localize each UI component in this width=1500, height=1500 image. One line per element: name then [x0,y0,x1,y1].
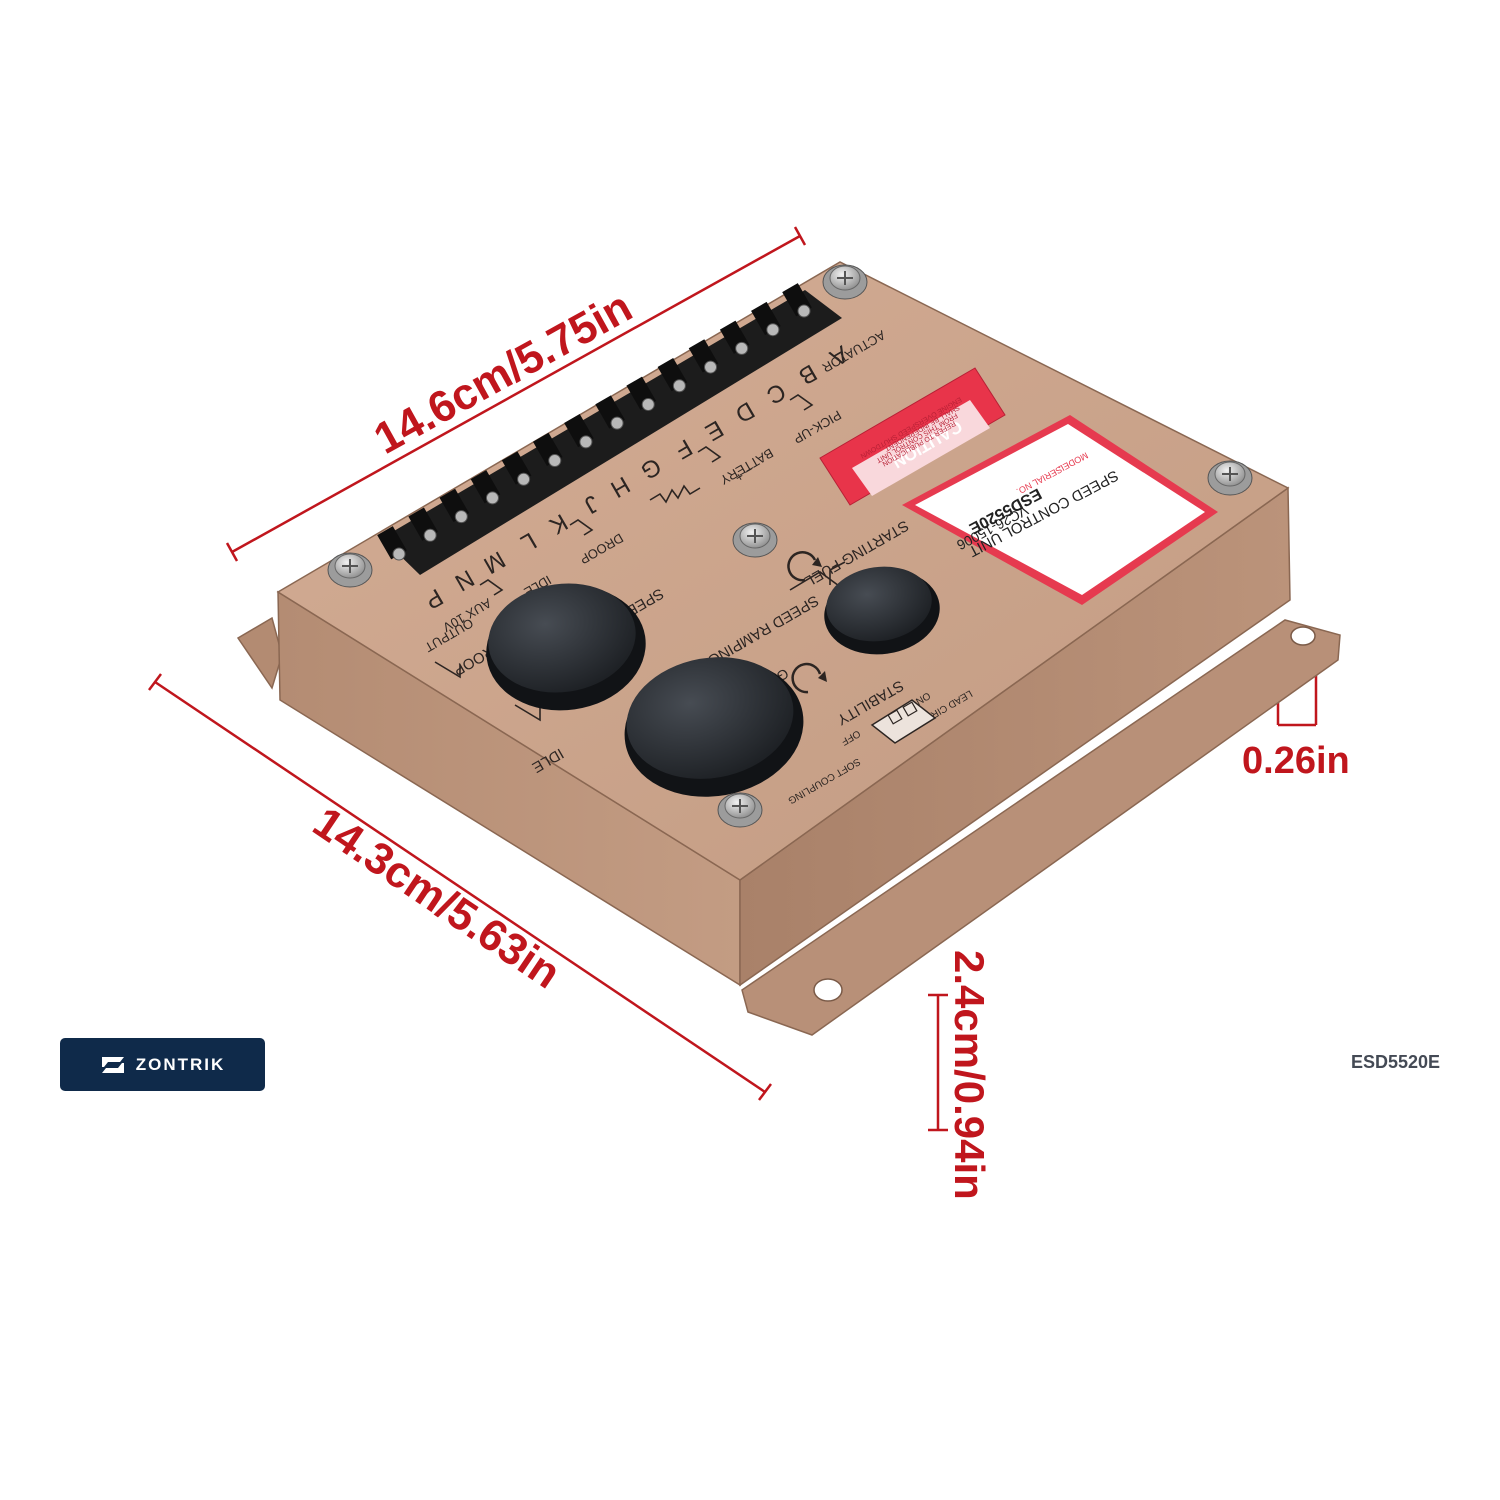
gain-arrow-icon [791,662,822,694]
terminal-screw[interactable] [408,507,438,542]
brand-badge: ZONTRIK [60,1038,265,1091]
terminal-screw[interactable] [377,526,407,561]
terminal-screw[interactable] [595,395,625,430]
starting-fuel-knob[interactable] [819,560,946,662]
dimension-height: 2.4cm/0.94in [928,950,993,1200]
nameplate: SPEED CONTROL UNIT MODEL ESD5520E SERIAL… [902,415,1218,605]
dip-switch[interactable] [870,699,937,744]
brand-logo-icon [101,1056,124,1073]
dimension-flange-label: 0.26in [1242,740,1350,782]
ramp-arrow-icon [787,550,817,582]
terminal-screw[interactable] [626,376,657,411]
terminal-screw[interactable] [532,432,563,468]
terminal-block [377,283,812,561]
dimension-height-label: 2.4cm/0.94in [946,950,993,1200]
terminal-screw[interactable] [719,320,750,355]
case-screw [717,792,763,828]
model-code: ESD5520E [1350,1052,1440,1072]
terminal-screw[interactable] [782,283,812,318]
terminal-screw[interactable] [439,488,470,524]
case-screw [732,522,778,558]
case-screw [327,552,373,588]
case-screw [1207,460,1253,496]
terminal-screw[interactable] [751,301,781,337]
terminal-screw[interactable] [688,339,719,374]
brand-name: ZONTRIK [135,1054,226,1074]
terminal-screw[interactable] [501,451,532,486]
mount-hole [1290,626,1316,646]
screws [327,264,1253,828]
terminal-screw[interactable] [470,470,501,505]
dimension-flange: 0.26in [1242,640,1350,782]
gain-knob[interactable] [614,644,815,810]
mount-hole [813,978,843,1002]
terminal-screw[interactable] [564,414,594,449]
case-screw [822,264,868,300]
speed-knob[interactable] [478,574,654,720]
terminal-screw[interactable] [657,357,688,393]
